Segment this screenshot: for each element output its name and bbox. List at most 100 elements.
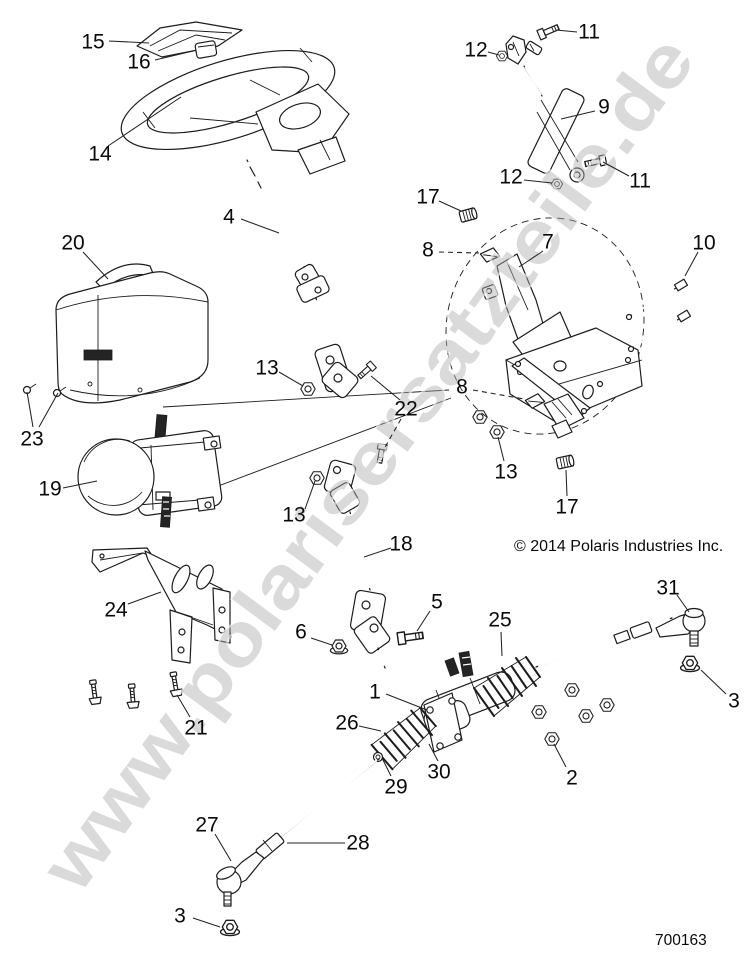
leader-line-12 — [487, 51, 500, 56]
leader-line-23 — [38, 392, 59, 428]
leader-line-4 — [240, 218, 280, 234]
nut-13-upper — [300, 382, 316, 396]
bolt-11-upper — [536, 21, 561, 41]
bolt-5 — [396, 628, 425, 646]
tie-rod-right — [535, 607, 706, 668]
leader-line-3 — [700, 669, 727, 695]
nut-6 — [329, 639, 349, 655]
leader-line-21 — [176, 694, 191, 718]
leader-line-17 — [438, 200, 462, 212]
callout-4: 4 — [223, 206, 235, 229]
callout-19: 19 — [38, 478, 61, 501]
leader-line-8 — [438, 251, 480, 254]
callout-6: 6 — [295, 621, 307, 644]
leader-line-5 — [416, 610, 431, 632]
callout-23: 23 — [20, 428, 43, 451]
leader-line-10 — [684, 251, 699, 277]
nut-12-upper — [495, 50, 509, 62]
callout-1: 1 — [369, 681, 381, 704]
callout-27: 27 — [195, 814, 218, 837]
copyright-text: © 2014 Polaris Industries Inc. — [514, 538, 723, 555]
callout-9: 9 — [598, 96, 610, 119]
screws-23 — [22, 383, 67, 398]
boot-25 — [473, 656, 541, 717]
leader-line-18 — [363, 547, 392, 558]
leader-line-17 — [565, 469, 568, 497]
leader-line-1 — [385, 693, 428, 711]
callout-13: 13 — [494, 461, 517, 484]
leader-line-2 — [553, 743, 567, 768]
callout-8: 8 — [422, 239, 434, 262]
callout-13: 13 — [255, 357, 278, 380]
leader-line-20 — [82, 251, 109, 280]
callout-7: 7 — [542, 231, 554, 254]
part-drawings — [22, 21, 706, 937]
leader-line-25 — [500, 631, 503, 657]
leader-line-12 — [523, 179, 553, 184]
leader-line-15 — [108, 40, 150, 44]
leader-line-23 — [26, 391, 34, 428]
leader-line-29 — [381, 757, 392, 777]
callout-8: 8 — [456, 376, 468, 399]
boot-clamp-29 — [372, 751, 384, 763]
leader-line-13 — [304, 480, 316, 510]
callout-16: 16 — [127, 51, 150, 74]
callout-22: 22 — [394, 398, 417, 421]
bushing-17-lower — [555, 454, 576, 470]
callout-21: 21 — [184, 717, 207, 740]
steering-rack — [420, 650, 516, 753]
callout-30: 30 — [427, 761, 450, 784]
callout-12: 12 — [464, 39, 487, 62]
leader-line-16 — [154, 50, 194, 61]
intermediate-shaft — [323, 459, 391, 669]
callout-2: 2 — [566, 767, 578, 790]
callout-11: 11 — [629, 170, 651, 193]
callout-14: 14 — [88, 143, 112, 166]
steering-shaft-upper — [245, 159, 359, 399]
boot-26 — [370, 706, 437, 771]
leader-line-22 — [383, 418, 402, 450]
callout-25: 25 — [488, 609, 511, 632]
nut-3-right — [679, 655, 701, 673]
callout-20: 20 — [61, 232, 84, 255]
callout-26: 26 — [335, 712, 358, 735]
callout-5: 5 — [431, 591, 443, 614]
leader-line-30 — [428, 743, 439, 762]
leader-line-31 — [676, 594, 690, 613]
leader-line-24 — [127, 591, 162, 605]
tie-rod-left — [216, 758, 380, 907]
bolts-10 — [625, 278, 692, 353]
hub-cover — [136, 21, 243, 58]
callout-29: 29 — [384, 776, 407, 799]
nut-13-pair-b — [489, 425, 505, 439]
bushing-17-upper — [458, 206, 479, 223]
leader-line-13 — [497, 436, 505, 462]
hub-cap — [194, 40, 218, 59]
gas-strut — [505, 35, 585, 183]
leader-line-26 — [358, 725, 382, 732]
callout-31: 31 — [656, 577, 679, 600]
callout-17: 17 — [416, 186, 439, 209]
callout-13: 13 — [282, 504, 305, 527]
leader-line-14 — [107, 96, 182, 147]
detail-view-lines — [162, 389, 452, 503]
steering-wheel — [120, 47, 350, 175]
callout-17: 17 — [555, 496, 578, 519]
callout-18: 18 — [389, 533, 412, 556]
eps-unit — [77, 414, 223, 528]
callout-11: 11 — [578, 21, 600, 44]
leader-line-3 — [192, 917, 221, 928]
leader-line-9 — [560, 110, 596, 120]
nuts-2 — [531, 683, 615, 746]
column-cover — [55, 263, 209, 404]
nut-13-pair-a — [472, 410, 488, 424]
callout-10: 10 — [692, 232, 715, 255]
nut-3-left — [219, 919, 241, 937]
leader-line-22 — [370, 375, 401, 401]
support-bracket — [91, 547, 232, 664]
leader-line-11 — [555, 29, 578, 33]
callout-15: 15 — [81, 31, 104, 54]
